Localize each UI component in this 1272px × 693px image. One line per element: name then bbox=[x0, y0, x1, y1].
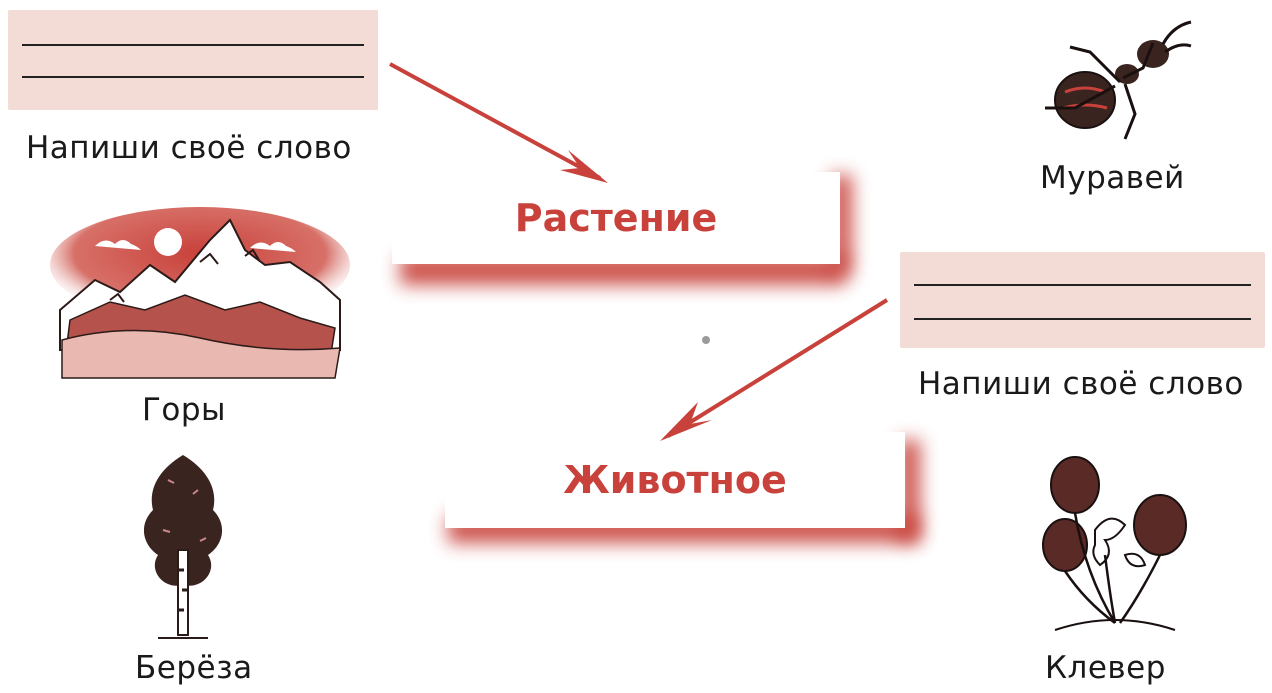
write-box-left-caption: Напиши своё слово bbox=[26, 130, 352, 166]
center-dot bbox=[702, 336, 710, 344]
label-ant: Муравей bbox=[1040, 160, 1185, 196]
write-line bbox=[22, 76, 364, 78]
write-line bbox=[914, 318, 1251, 320]
ant-icon bbox=[1045, 20, 1192, 140]
write-box-right[interactable] bbox=[900, 252, 1265, 348]
label-birch: Берёза bbox=[135, 650, 253, 686]
write-box-right-caption: Напиши своё слово bbox=[918, 366, 1244, 402]
card-plant[interactable]: Растение bbox=[392, 172, 840, 264]
label-mountains: Горы bbox=[142, 392, 227, 428]
mountains-icon bbox=[50, 207, 350, 379]
card-animal[interactable]: Животное bbox=[445, 432, 905, 528]
label-clover: Клевер bbox=[1045, 650, 1166, 686]
birch-tree-icon bbox=[143, 455, 223, 639]
clover-icon bbox=[1042, 456, 1187, 631]
write-line bbox=[22, 44, 364, 46]
write-box-left[interactable] bbox=[8, 10, 378, 110]
write-line bbox=[914, 284, 1251, 286]
